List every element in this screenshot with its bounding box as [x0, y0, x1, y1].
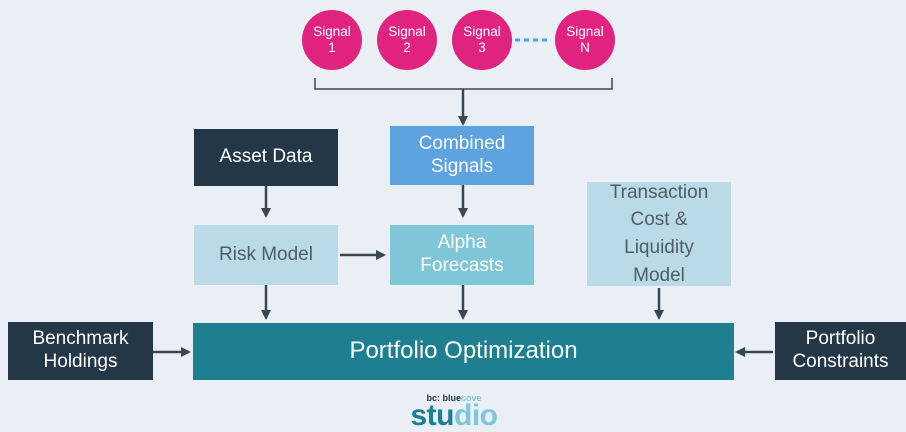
transaction-cost-box: Transaction Cost & Liquidity Model: [587, 182, 731, 286]
logo-brand: bc: bluecove: [426, 393, 482, 403]
signal-n-label: Signal: [566, 24, 604, 40]
logo-wordmark: studio: [410, 399, 498, 432]
signal-n-number: N: [580, 40, 590, 55]
risk-model-label: Risk Model: [219, 243, 313, 265]
signal-2-number: 2: [403, 40, 411, 55]
benchmark-holdings-label: Benchmark Holdings: [32, 328, 129, 372]
signal-n: Signal N: [555, 10, 615, 70]
signal-bracket: [314, 78, 613, 90]
combined-signals-label: Combined Signals: [418, 132, 506, 177]
signal-1-number: 1: [328, 40, 336, 55]
transaction-cost-label: Transaction Cost & Liquidity Model: [609, 181, 709, 286]
signal-3-label: Signal: [463, 24, 501, 40]
bluecove-studio-logo: bc: bluecove studio: [384, 393, 524, 431]
risk-model-box: Risk Model: [194, 225, 338, 285]
signal-3-number: 3: [478, 40, 486, 55]
signal-1: Signal 1: [302, 10, 362, 70]
signal-2-label: Signal: [388, 24, 426, 40]
portfolio-optimization-label: Portfolio Optimization: [349, 337, 578, 365]
signal-2: Signal 2: [377, 10, 437, 70]
asset-data-box: Asset Data: [194, 129, 338, 186]
portfolio-optimization-box: Portfolio Optimization: [193, 323, 734, 380]
combined-signals-box: Combined Signals: [390, 126, 534, 185]
asset-data-label: Asset Data: [219, 146, 313, 168]
alpha-forecasts-label: Alpha Forecasts: [420, 232, 504, 276]
signal-1-label: Signal: [313, 24, 351, 40]
portfolio-constraints-box: Portfolio Constraints: [775, 322, 906, 380]
alpha-forecasts-box: Alpha Forecasts: [390, 225, 534, 285]
benchmark-holdings-box: Benchmark Holdings: [8, 322, 153, 380]
signal-3: Signal 3: [452, 10, 512, 70]
portfolio-constraints-label: Portfolio Constraints: [792, 328, 889, 372]
